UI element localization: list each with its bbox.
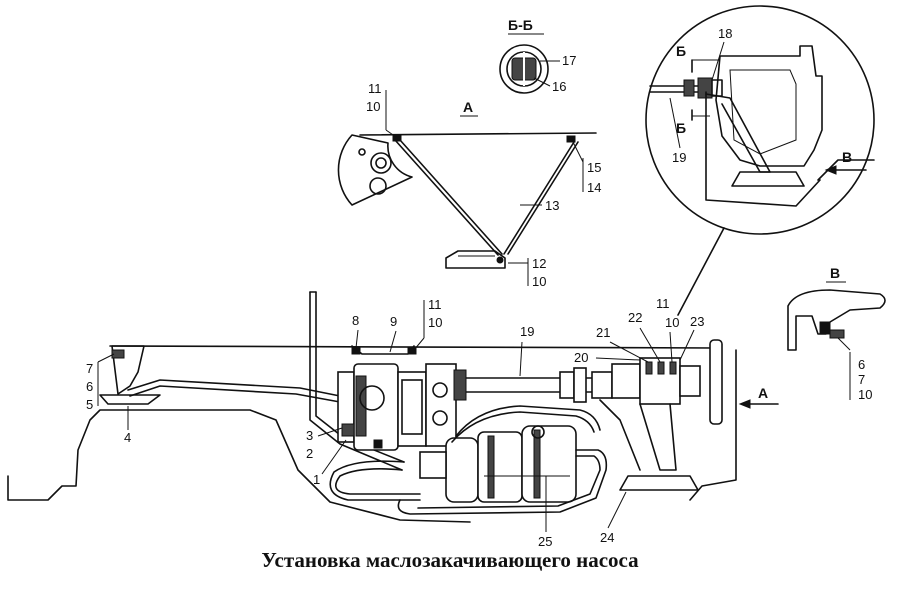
callout-18: 18 [718,26,732,41]
callout-7: 7 [86,361,93,376]
callout-4: 4 [124,430,131,445]
view-a-label: А [463,99,473,115]
callout-11: 11 [428,297,442,312]
callout-1: 1 [313,472,320,487]
callout-6: 6 [86,379,93,394]
section-bb-view: Б-Б 17 16 [499,17,576,94]
section-bb-label: Б-Б [508,17,533,33]
callout-12: 12 [532,256,546,271]
callout-13: 13 [545,198,559,213]
callout-5: 5 [86,397,93,412]
callout-25: 25 [538,534,552,549]
callout-9: 9 [390,314,397,329]
callout-17: 17 [562,53,576,68]
view-v-label: В [830,265,840,281]
callout-7-v: 7 [858,372,865,387]
callout-10-v: 10 [858,387,872,402]
callout-10-a: 10 [366,99,380,114]
arrow-v-label-zoom: В [842,149,852,165]
figure-caption: Установка маслозакачивающего насоса [261,548,639,572]
callout-16: 16 [552,79,566,94]
callout-15: 15 [587,160,601,175]
callout-23: 23 [690,314,704,329]
zoom-detail-circle: Б Б В 18 19 [645,5,875,316]
cut-b-label-top: Б [676,43,686,59]
callout-10-b: 10 [532,274,546,289]
main-callouts: 7 6 5 4 3 2 1 8 9 11 10 19 20 21 22 11 1… [86,296,704,549]
callout-8: 8 [352,313,359,328]
cut-b-label-bottom: Б [676,120,686,136]
callout-6-v: 6 [858,357,865,372]
callout-20: 20 [574,350,588,365]
callout-14: 14 [587,180,601,195]
callout-24: 24 [600,530,614,545]
arrow-a-label: А [758,385,768,401]
callout-21: 21 [596,325,610,340]
callout-10: 10 [428,315,442,330]
view-v-bracket: В 6 7 10 [787,265,886,402]
callout-22: 22 [628,310,642,325]
callout-11-r: 11 [656,296,670,311]
callout-2: 2 [306,446,313,461]
callout-19-zoom: 19 [672,150,686,165]
callout-19: 19 [520,324,534,339]
callout-11-a: 11 [368,81,382,96]
callout-3: 3 [306,428,313,443]
main-assembly: А [7,291,779,523]
callout-10-r: 10 [665,315,679,330]
view-a-bracket: А 11 10 15 14 13 12 10 [337,81,601,289]
